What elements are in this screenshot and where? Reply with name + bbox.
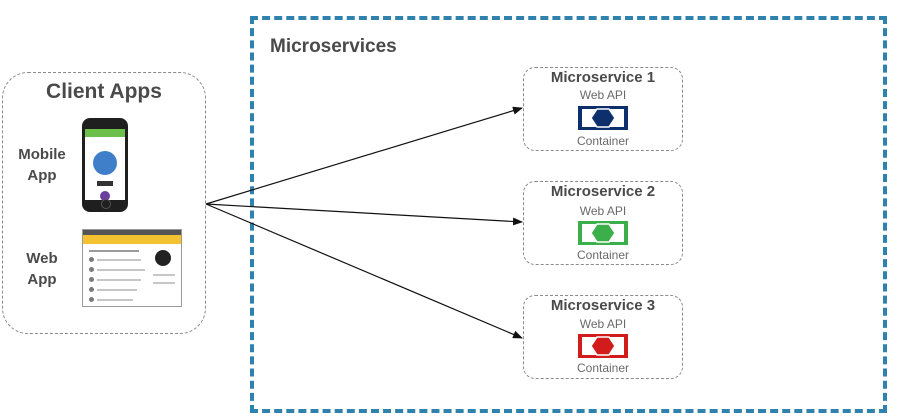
browser-text-line: [97, 279, 141, 281]
phone-avatar: [100, 191, 110, 200]
microservice-2-api-label: Web API: [579, 204, 627, 218]
browser-text-line: [97, 289, 137, 291]
microservice-1-container-label: Container: [576, 134, 630, 148]
browser-site-header: [83, 235, 181, 244]
client-apps-panel: [2, 72, 206, 334]
browser-titlebar: [83, 230, 181, 235]
microservice-3-api-label: Web API: [579, 317, 627, 331]
browser-list-dot: [89, 267, 94, 272]
web-app-label-line1: Web: [26, 250, 58, 267]
browser-heading-line: [89, 250, 139, 252]
browser-list-dot: [89, 257, 94, 262]
microservice-2-title: Microservice 2: [550, 183, 656, 200]
browser-sidebar-line: [153, 274, 175, 276]
microservice-1-title: Microservice 1: [550, 69, 656, 86]
microservice-2-container-label: Container: [576, 248, 630, 262]
phone-app-bar: [85, 129, 125, 137]
smartphone-icon: [82, 118, 128, 212]
microservice-3-container-label: Container: [576, 361, 630, 375]
container-icon: [578, 106, 628, 130]
microservices-boundary: [250, 16, 887, 413]
browser-text-line: [97, 269, 145, 271]
browser-sidebar-line: [153, 282, 175, 284]
mobile-app-label-line1: Mobile: [18, 146, 66, 163]
browser-list-dot: [89, 277, 94, 282]
web-app-label: Web App: [10, 248, 74, 290]
arrow-to-microservice-3: [205, 203, 523, 339]
mobile-app-label-line2: App: [27, 167, 57, 184]
phone-home-button: [101, 199, 111, 209]
browser-text-line: [97, 259, 141, 261]
web-app-label-line2: App: [27, 271, 57, 288]
browser-list-dot: [89, 297, 94, 302]
browser-site-logo: [155, 250, 171, 266]
phone-price-bar: [97, 181, 113, 186]
microservice-1-api-label: Web API: [579, 88, 627, 102]
phone-screen: [85, 129, 125, 200]
client-apps-title: Client Apps: [46, 80, 162, 103]
arrow-to-microservice-2: [205, 203, 523, 226]
arrow-to-microservice-1: [205, 106, 523, 205]
microservice-3-title: Microservice 3: [550, 297, 656, 314]
microservice-2-card: [523, 181, 683, 265]
container-icon: [578, 334, 628, 358]
browser-list-dot: [89, 287, 94, 292]
microservice-1-card: [523, 67, 683, 151]
phone-product-image: [93, 151, 117, 175]
microservice-3-card: [523, 295, 683, 379]
browser-text-line: [97, 299, 133, 301]
container-icon: [578, 221, 628, 245]
mobile-app-label: Mobile App: [10, 144, 74, 186]
browser-window-icon: [82, 229, 182, 307]
microservices-title: Microservices: [270, 36, 397, 57]
